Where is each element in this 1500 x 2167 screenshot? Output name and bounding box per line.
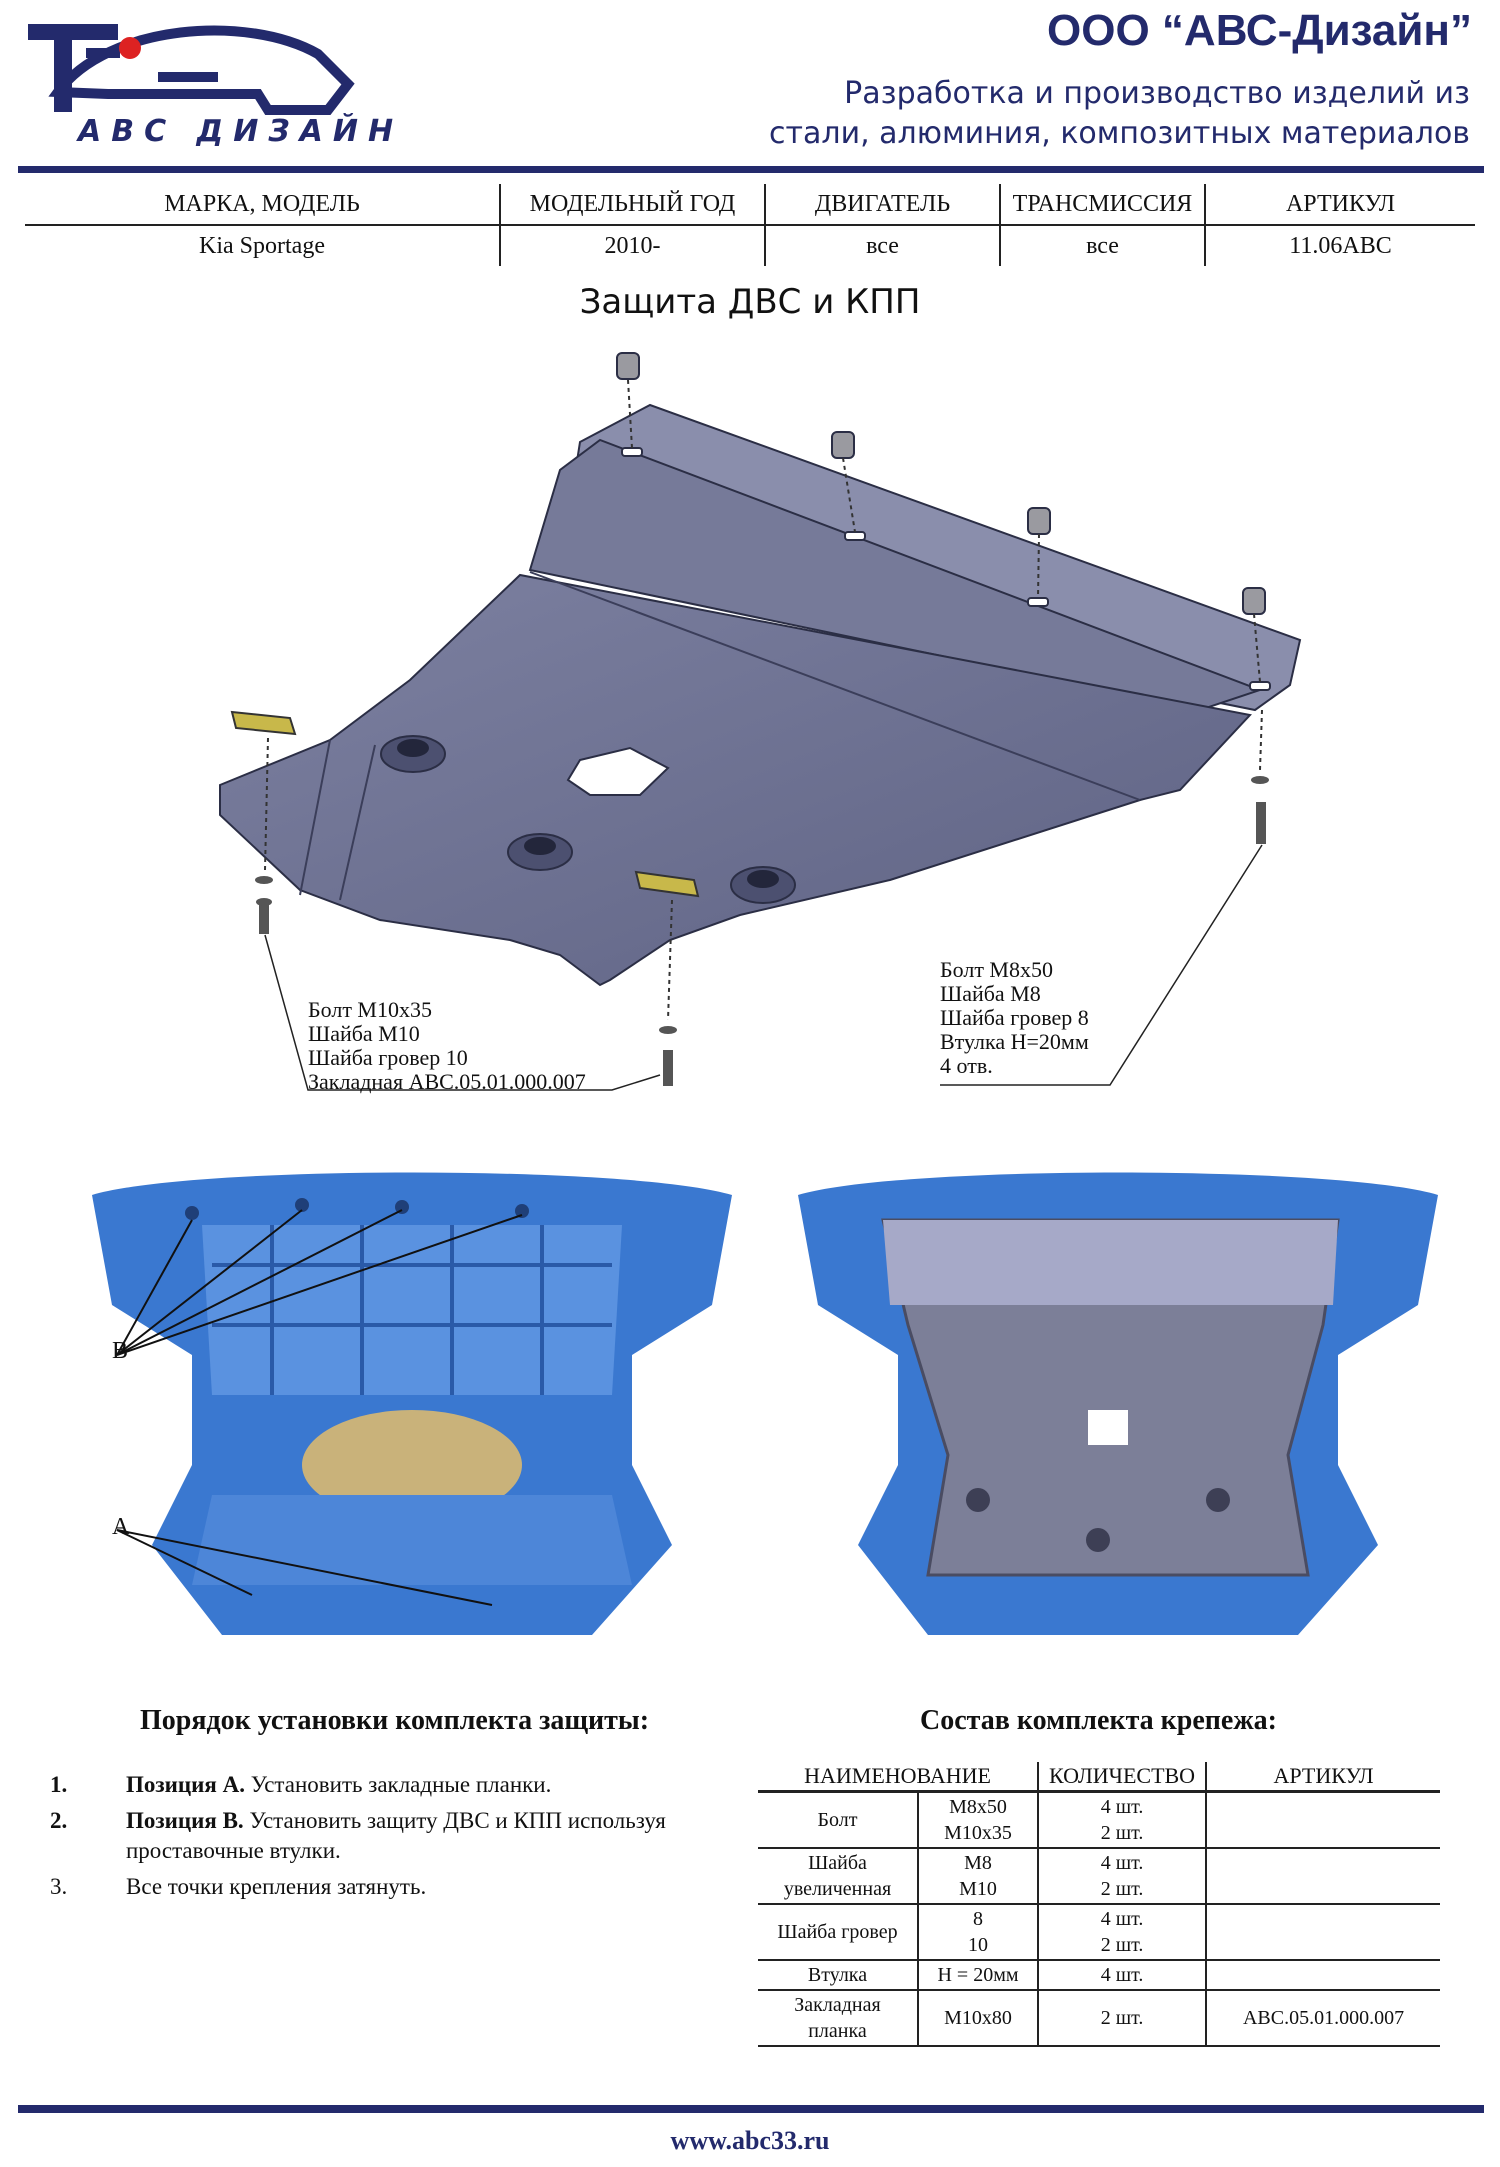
position-label-b: В	[112, 1338, 129, 1364]
step-number: 3.	[50, 1874, 68, 1899]
spec-header-article: АРТИКУЛ	[1204, 184, 1475, 226]
step-text: Все точки крепления затянуть.	[126, 1874, 427, 1899]
step-position: Позиция В.	[126, 1808, 244, 1833]
callout-left-line: Шайба гровер 10	[308, 1045, 468, 1070]
parts-row: Втулка Н = 20мм 4 шт.	[758, 1960, 1441, 1991]
exploded-assembly-drawing	[219, 352, 1302, 1091]
parts-row: Закладная планка М10х80 2 шт. АВС.05.01.…	[758, 1990, 1441, 2047]
spec-engine: все	[764, 225, 1000, 266]
spec-model: Kia Sportage	[199, 232, 325, 259]
callout-right-line: 4 отв.	[940, 1053, 993, 1078]
callout-right-line: Втулка Н=20мм	[940, 1029, 1089, 1054]
part-qty: 4 шт.	[1037, 1960, 1207, 1991]
header-rule	[18, 166, 1484, 173]
position-label-a: А	[112, 1514, 130, 1540]
step-number: 1.	[50, 1772, 68, 1797]
parts-header-qty: КОЛИЧЕСТВО	[1037, 1762, 1207, 1793]
footer-rule	[18, 2105, 1484, 2113]
part-size: Н = 20мм	[916, 1960, 1039, 1991]
part-article	[1205, 1904, 1441, 1961]
spec-header-model: МАРКА, МОДЕЛЬ	[25, 184, 500, 226]
part-size: М10х80	[916, 1990, 1039, 2047]
step-text: Установить защиту ДВС и КПП используя пр…	[126, 1808, 666, 1863]
step-text: Установить закладные планки.	[244, 1772, 552, 1797]
parts-row: Шайба увеличенная М8 М10 4 шт. 2 шт.	[758, 1848, 1441, 1905]
callout-right-line: Шайба М8	[940, 981, 1041, 1006]
callout-right-line: Болт М8х50	[940, 957, 1053, 982]
callout-left-line: Болт М10х35	[308, 997, 432, 1022]
part-name: Шайба гровер	[758, 1904, 918, 1961]
part-qty: 4 шт. 2 шт.	[1037, 1791, 1207, 1849]
install-step: 3. Все точки крепления затянуть.	[50, 1872, 750, 1902]
protection-plate	[219, 573, 1252, 987]
part-size: М8 М10	[916, 1848, 1039, 1905]
embedded-plate-left	[230, 710, 297, 736]
website-link[interactable]: www.abc33.ru	[670, 2126, 830, 2155]
part-qty: 4 шт. 2 шт.	[1037, 1904, 1207, 1961]
spec-transmission: все	[999, 225, 1205, 266]
part-size: М8х50 М10х35	[916, 1791, 1039, 1849]
parts-header-article: АРТИКУЛ	[1205, 1762, 1441, 1793]
parts-header-name: НАИМЕНОВАНИЕ	[758, 1762, 1039, 1793]
install-step: 2. Позиция В. Установить защиту ДВС и КП…	[50, 1806, 750, 1866]
callout-left-fasteners: Болт М10х35 Шайба М10 Шайба гровер 10 За…	[308, 998, 586, 1094]
embedded-plate-center	[634, 870, 700, 898]
logo-text: АВС ДИЗАЙН	[78, 114, 404, 149]
part-article	[1205, 1960, 1441, 1991]
callout-left-line: Закладная АВС.05.01.000.007	[308, 1069, 586, 1094]
page-title: Защита ДВС и КПП	[579, 282, 921, 322]
tagline-line-1: Разработка и производство изделий из	[844, 76, 1470, 111]
step-number: 2.	[50, 1808, 68, 1833]
part-article: АВС.05.01.000.007	[1205, 1990, 1441, 2047]
part-qty: 4 шт. 2 шт.	[1037, 1848, 1207, 1905]
fastener-kit-table: НАИМЕНОВАНИЕ КОЛИЧЕСТВО АРТИКУЛ Болт М8х…	[758, 1762, 1441, 2047]
spec-article: 11.06АВС	[1204, 225, 1475, 266]
part-article	[1205, 1848, 1441, 1905]
part-qty: 2 шт.	[1037, 1990, 1207, 2047]
callout-left-line: Шайба М10	[308, 1021, 420, 1046]
install-step: 1. Позиция А. Установить закладные планк…	[50, 1770, 750, 1800]
callout-right-fasteners: Болт М8х50 Шайба М8 Шайба гровер 8 Втулк…	[940, 958, 1089, 1078]
parts-row: Болт М8х50 М10х35 4 шт. 2 шт.	[758, 1791, 1441, 1849]
company-name: ООО “АВС-Дизайн”	[1047, 6, 1472, 55]
company-logo: АВС ДИЗАЙН	[18, 14, 393, 154]
part-name: Болт	[758, 1791, 918, 1849]
parts-row: Шайба гровер 8 10 4 шт. 2 шт.	[758, 1904, 1441, 1961]
spec-header-engine: ДВИГАТЕЛЬ	[764, 184, 1000, 226]
part-name: Втулка	[758, 1960, 918, 1991]
underbody-scan-installed	[798, 1172, 1438, 1635]
vehicle-spec-table: МАРКА, МОДЕЛЬ МОДЕЛЬНЫЙ ГОД ДВИГАТЕЛЬ ТР…	[25, 184, 1475, 266]
spec-header-year: МОДЕЛЬНЫЙ ГОД	[499, 184, 765, 226]
logo-graphic	[28, 24, 355, 115]
install-steps-list: 1. Позиция А. Установить закладные планк…	[50, 1770, 750, 1908]
install-section-title: Порядок установки комплекта защиты:	[140, 1705, 650, 1736]
part-size: 8 10	[916, 1904, 1039, 1961]
part-name: Закладная планка	[758, 1990, 918, 2047]
step-position: Позиция А.	[126, 1772, 245, 1797]
drain-hole	[566, 746, 670, 796]
parts-section-title: Состав комплекта крепежа:	[920, 1705, 1277, 1736]
spec-header-transmission: ТРАНСМИССИЯ	[999, 184, 1205, 226]
spec-year: 2010-	[499, 225, 765, 266]
underbody-scan-before	[92, 1172, 732, 1635]
callout-right-line: Шайба гровер 8	[940, 1005, 1089, 1030]
part-name: Шайба увеличенная	[758, 1848, 918, 1905]
part-article	[1205, 1791, 1441, 1849]
tagline-line-2: стали, алюминия, композитных материалов	[769, 116, 1470, 151]
